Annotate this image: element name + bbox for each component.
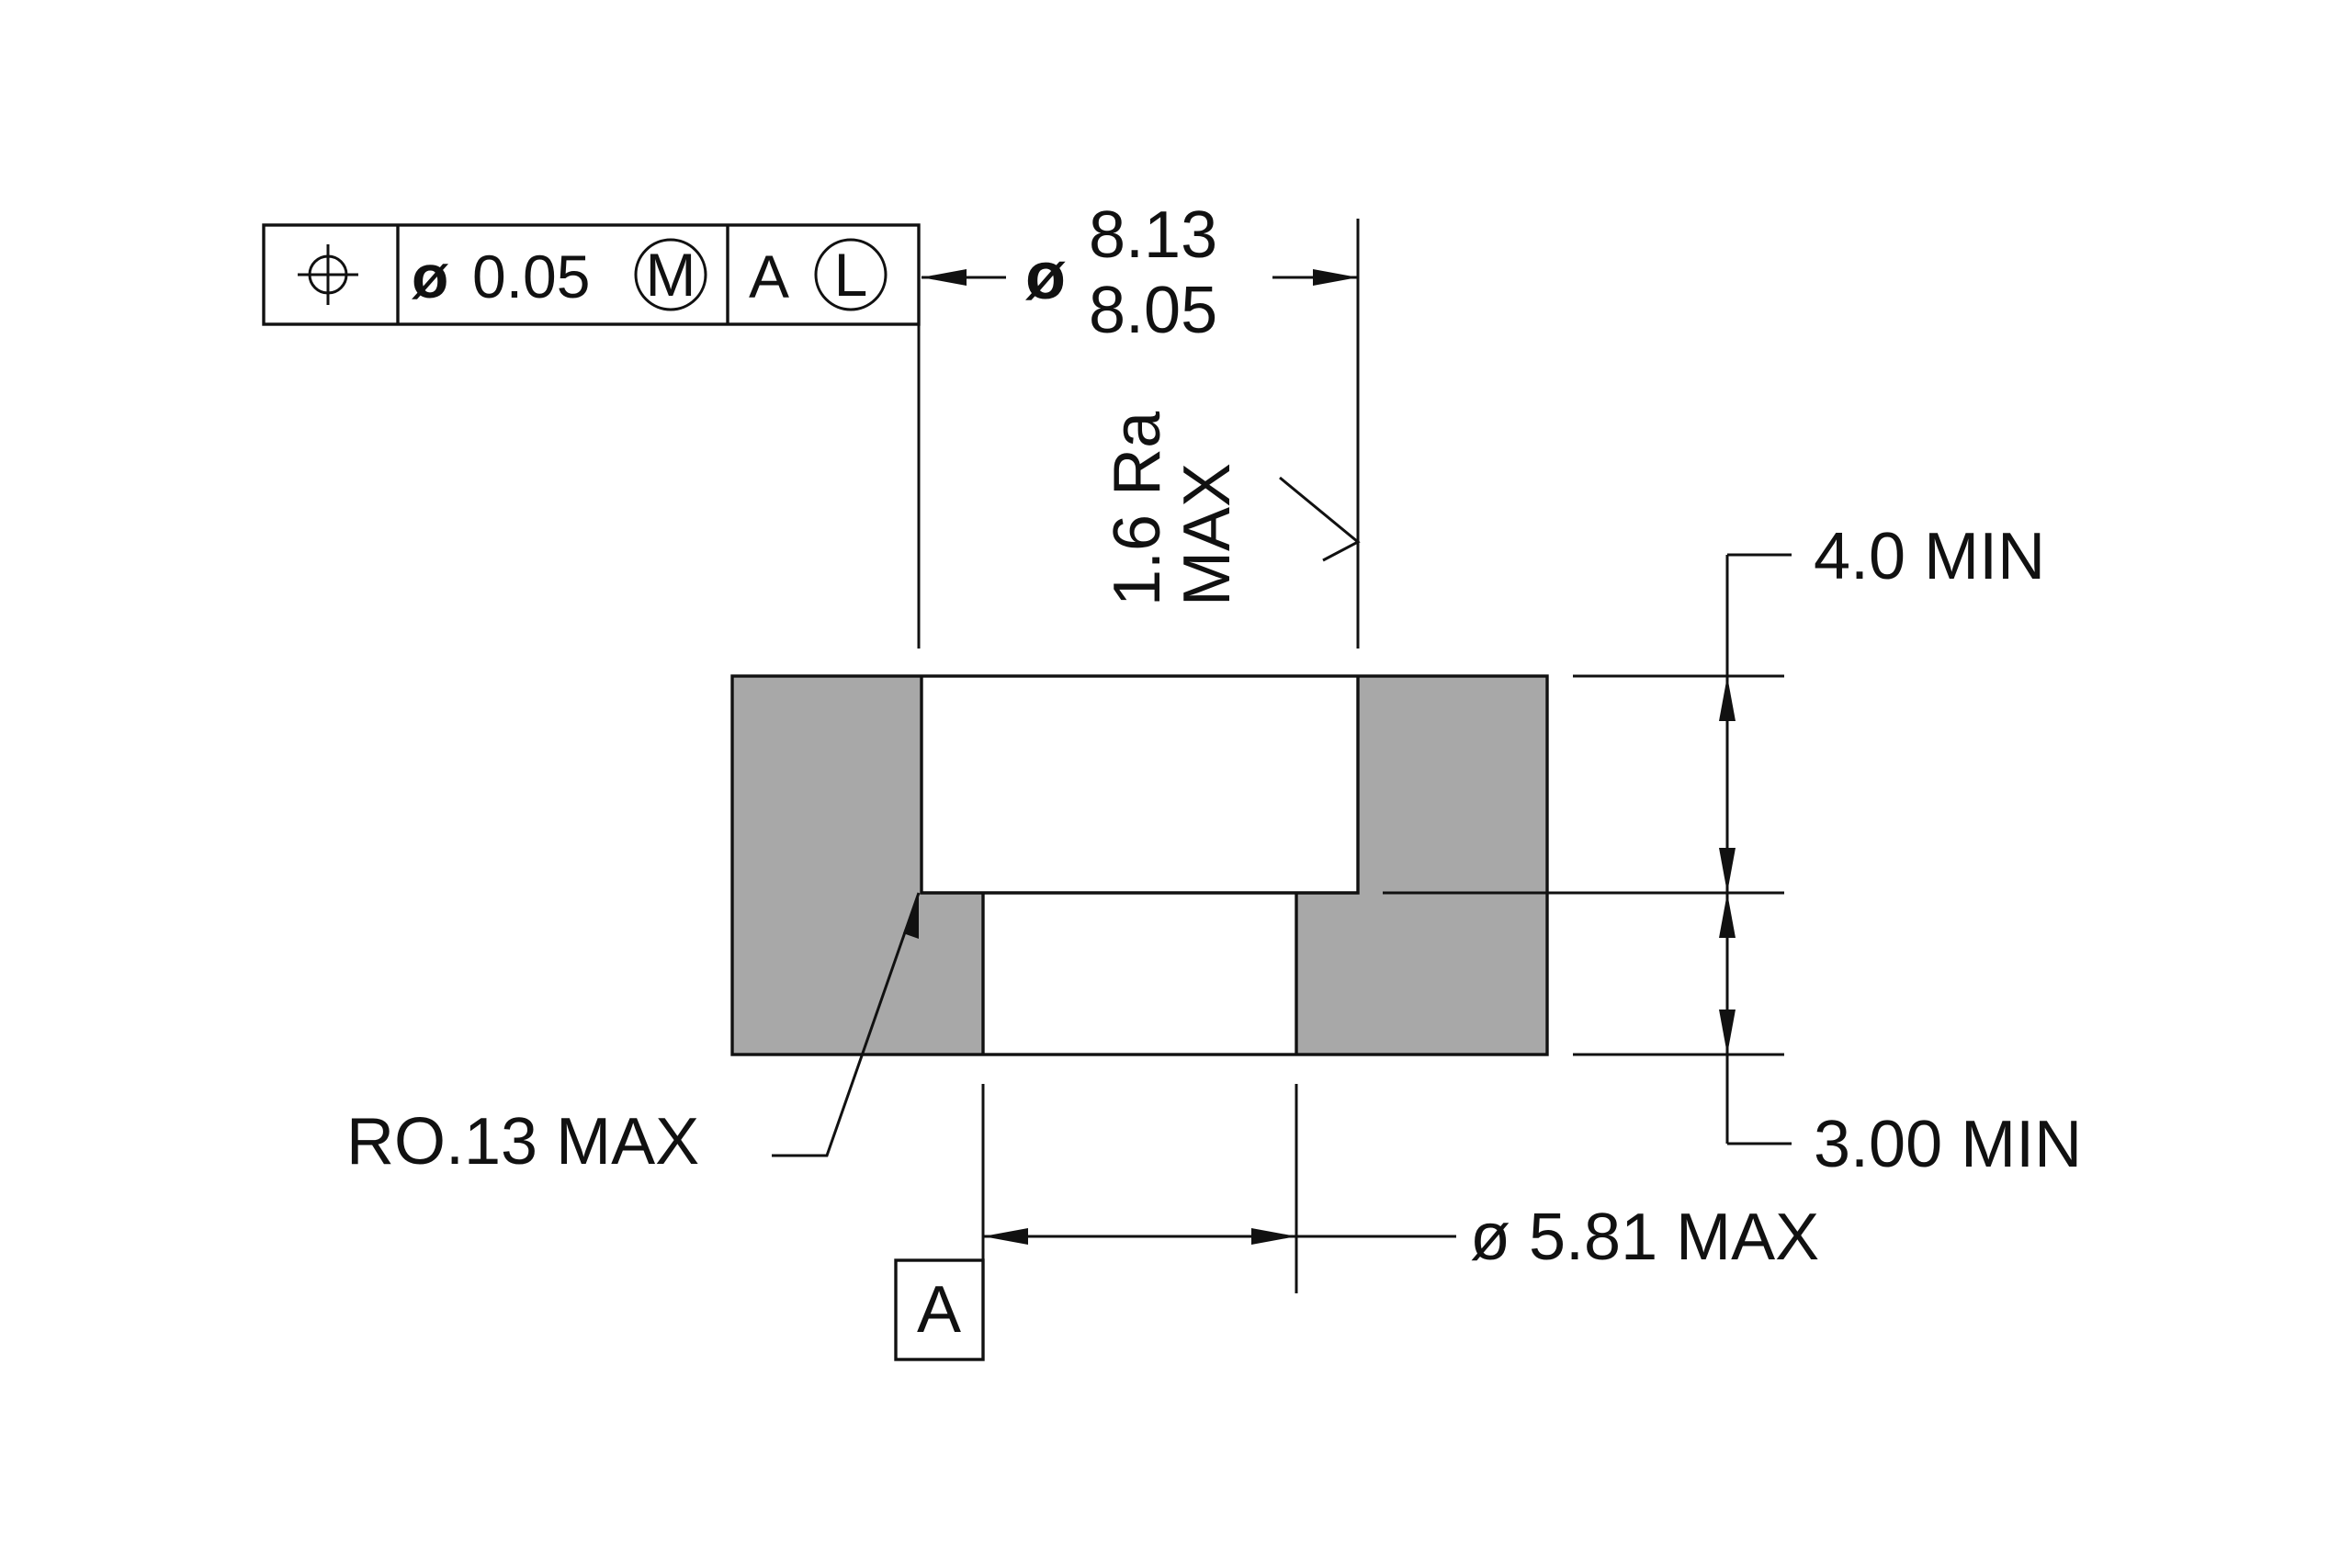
fcf-border [262, 223, 921, 326]
mmc-modifier-circle [634, 238, 707, 311]
surface-finish-icon [1279, 476, 1361, 562]
bore-diameter-upper: 8.13 [1089, 198, 1217, 272]
surface-finish-callout: 1.6 Ra MAX [1101, 411, 1361, 606]
part-section-view [730, 674, 1549, 1056]
part-outline [730, 674, 1549, 1056]
counterbore-depth-label: 4.0 MIN [1814, 520, 2045, 593]
lmc-modifier-circle [814, 238, 888, 311]
counterbore-outline [920, 676, 1360, 895]
corner-radius-label: RO.13 MAX [346, 1105, 699, 1179]
through-diameter-dimension: ø 5.81 MAX [981, 1084, 1819, 1293]
section-hatch-left [732, 676, 922, 1055]
corner-radius-callout: RO.13 MAX [346, 892, 921, 1179]
datum-feature-label: A [917, 1273, 961, 1347]
section-hatch-right [1358, 676, 1547, 1055]
surface-finish-value: 1.6 Ra [1101, 411, 1174, 606]
fcf-diameter-symbol: ø [412, 243, 449, 310]
feature-control-frame: ø 0.05 M A L [262, 223, 921, 326]
section-hatch-lower-right [1296, 893, 1358, 1055]
surface-finish-max: MAX [1170, 463, 1244, 606]
fcf-datum-modifier: L [834, 241, 868, 309]
fcf-datum-reference: A [749, 243, 789, 310]
depth-dimensions: 4.0 MIN 3.00 MIN [1383, 520, 2082, 1181]
through-hole-outline [981, 893, 1298, 1055]
bore-diameter-lower: 8.05 [1089, 274, 1217, 347]
datum-feature-symbol: A [894, 1258, 985, 1361]
section-hatch-lower-left [922, 893, 983, 1055]
through-depth-label: 3.00 MIN [1814, 1108, 2082, 1181]
position-icon [298, 244, 358, 305]
fcf-material-modifier: M [646, 241, 696, 309]
bore-diameter-dimension: ø 8.13 8.05 [917, 198, 1360, 649]
through-diameter-label: ø 5.81 MAX [1470, 1201, 1819, 1274]
fcf-tolerance-value: 0.05 [472, 243, 590, 310]
bore-diameter-symbol: ø [1025, 240, 1066, 313]
